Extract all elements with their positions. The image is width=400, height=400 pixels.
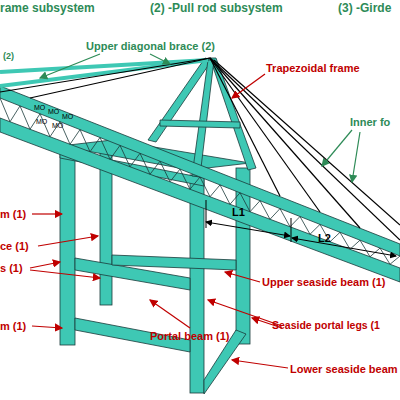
legend-heading: (2) -Pull rod subsystem [150, 2, 283, 15]
girder-lattice [0, 98, 400, 264]
dimension-lines [206, 200, 396, 256]
node-marker: MO [36, 118, 47, 126]
part-label: Portal beam (1) [150, 330, 229, 342]
legend-heading: (3) -Girde [338, 2, 391, 15]
part-label: s (1) [0, 262, 23, 274]
dimension-label: L1 [232, 206, 245, 218]
part-label: m (1) [0, 320, 26, 332]
part-label: Lower seaside beam [290, 363, 398, 375]
part-label: ce (1) [0, 240, 29, 252]
part-label: Upper diagonal brace (2) [86, 40, 215, 52]
node-marker: MO [34, 104, 45, 112]
callout-number: (2) [3, 52, 14, 62]
part-label: Inner fo [350, 116, 390, 128]
dimension-label: L2 [318, 232, 331, 244]
pull-rod-subsystem [0, 58, 400, 240]
girder-subsystem [0, 86, 400, 282]
part-label: Upper seaside beam (1) [262, 276, 386, 288]
node-marker: MO [48, 108, 59, 116]
node-marker: MO [62, 113, 73, 121]
part-label: Seaside portal legs (1 [272, 320, 380, 332]
node-marker: MO [52, 122, 63, 130]
part-label: m (1) [0, 208, 26, 220]
part-label: Trapezoidal frame [266, 62, 360, 74]
legend-heading: rame subsystem [0, 2, 95, 15]
frame-subsystem [60, 58, 256, 394]
